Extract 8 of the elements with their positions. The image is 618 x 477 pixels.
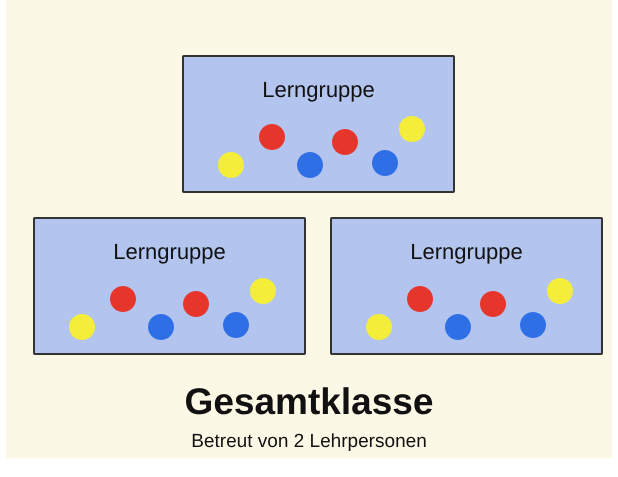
title: Gesamtklasse <box>184 380 434 424</box>
caption: Betreut von 2 Lehrpersonen <box>190 430 428 454</box>
group-box <box>33 217 306 355</box>
group-box <box>330 217 603 355</box>
group-label: Lerngruppe <box>261 77 376 103</box>
group-label: Lerngruppe <box>409 239 524 265</box>
group-box <box>182 55 455 193</box>
group-label: Lerngruppe <box>112 239 227 265</box>
